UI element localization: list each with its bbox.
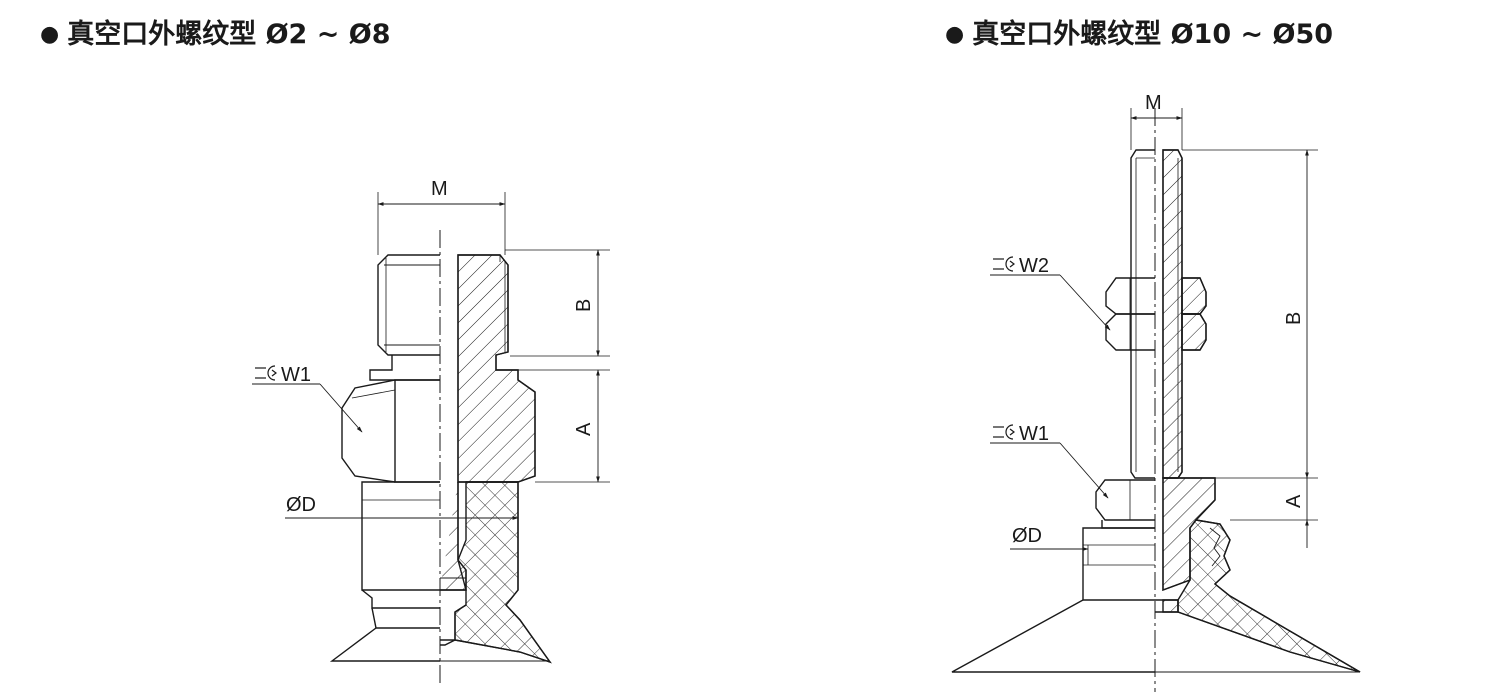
right-suction-cup: [951, 599, 1155, 673]
right-rubber-section: [1177, 519, 1361, 673]
right-label-m: M: [1145, 92, 1162, 114]
wrench-icon: [993, 256, 1015, 272]
right-label-d: ØD: [1012, 525, 1042, 547]
right-label-w1: W1: [1019, 423, 1049, 445]
left-w1-leader: [319, 383, 363, 433]
title-right-text: 真空口外螺纹型 Ø10 ~ Ø50: [972, 19, 1334, 50]
right-w1-leader: [1059, 442, 1109, 499]
left-thread-stud: [377, 254, 440, 356]
right-label-b: B: [1283, 312, 1305, 325]
left-label-d: ØD: [286, 494, 316, 516]
right-label-a: A: [1283, 494, 1305, 508]
bullet-icon: ●: [40, 22, 60, 47]
title-left-text: 真空口外螺纹型 Ø2 ~ Ø8: [67, 19, 391, 50]
bullet-icon: ●: [945, 22, 965, 47]
title-right: ● 真空口外螺纹型 Ø10 ~ Ø50: [945, 12, 1333, 51]
left-figure: [252, 192, 610, 685]
left-label-a: A: [573, 422, 595, 436]
right-hex-w1: [1095, 479, 1155, 521]
left-suction-cup: [329, 627, 440, 662]
right-label-w2: W2: [1019, 255, 1049, 277]
left-label-m: M: [431, 178, 448, 200]
wrench-icon: [993, 424, 1015, 440]
right-threaded-rod: [1130, 149, 1155, 479]
left-label-w1: W1: [281, 364, 311, 386]
left-hex-w1: [394, 379, 440, 483]
right-w2-leader: [1059, 274, 1111, 331]
left-rubber-section: [454, 481, 552, 664]
wrench-icon: [255, 365, 277, 381]
title-left: ● 真空口外螺纹型 Ø2 ~ Ø8: [40, 12, 391, 51]
right-figure: [951, 108, 1361, 692]
left-label-b: B: [573, 299, 595, 312]
